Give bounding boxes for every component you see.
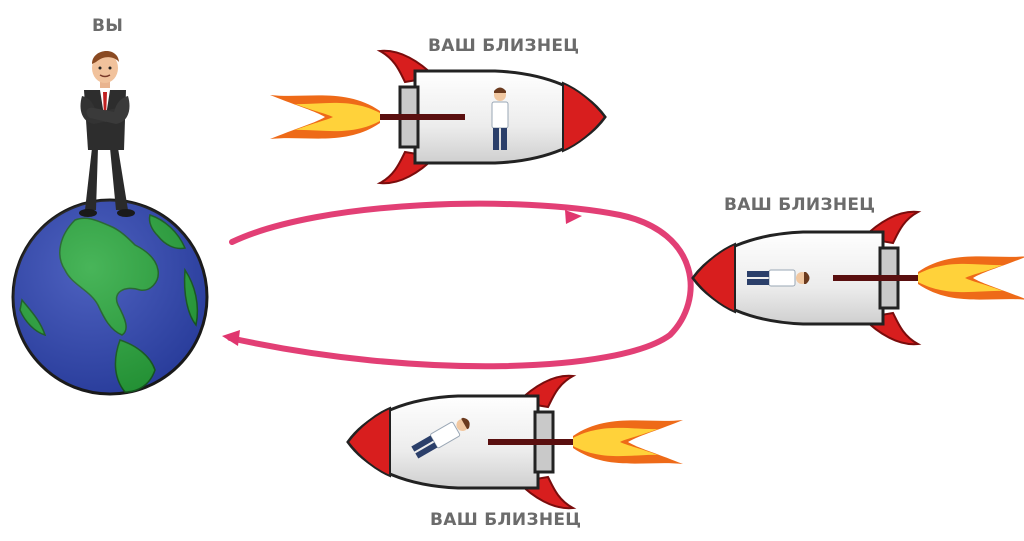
trajectory-arrow-icon [222, 200, 694, 370]
twin-label-bottom: ВАШ БЛИЗНЕЦ [430, 510, 582, 530]
twin-label-right: ВАШ БЛИЗНЕЦ [724, 195, 876, 215]
rocket-icon [346, 374, 685, 510]
you-label: ВЫ [92, 16, 124, 36]
rocket-icon [268, 49, 607, 185]
businessman-icon [79, 50, 135, 217]
rocket-icon [691, 210, 1024, 346]
earth-icon [11, 198, 209, 396]
twin-label-top: ВАШ БЛИЗНЕЦ [428, 36, 580, 56]
